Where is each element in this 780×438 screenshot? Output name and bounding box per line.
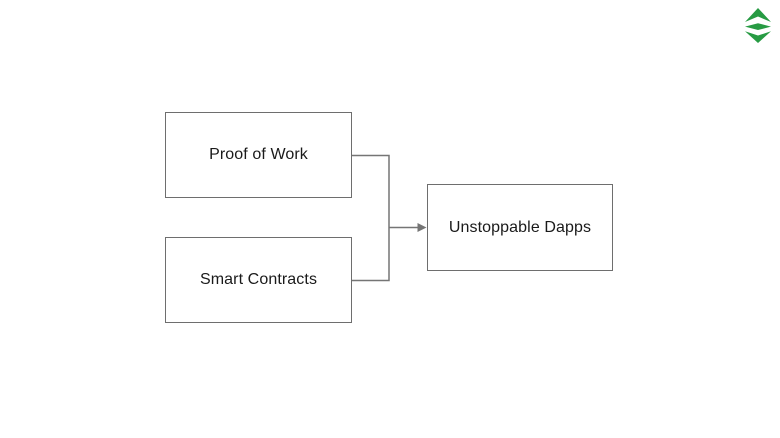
node-label: Unstoppable Dapps xyxy=(448,218,592,236)
ethereum-classic-logo-icon xyxy=(744,8,772,43)
edge-merge-path xyxy=(352,154,419,282)
node-unstoppable-dapps[interactable]: Unstoppable Dapps xyxy=(427,184,613,271)
node-label: Proof of Work xyxy=(209,146,308,163)
node-label: Smart Contracts xyxy=(199,271,318,288)
etc-logo-middle-diamond xyxy=(745,23,771,30)
arrowhead-icon xyxy=(417,223,427,232)
etc-logo-bottom-shape xyxy=(745,31,771,43)
node-smart-contracts[interactable]: Smart Contracts xyxy=(165,237,352,323)
etc-logo-top-shape xyxy=(745,8,771,22)
node-proof-of-work[interactable]: Proof of Work xyxy=(165,112,352,198)
